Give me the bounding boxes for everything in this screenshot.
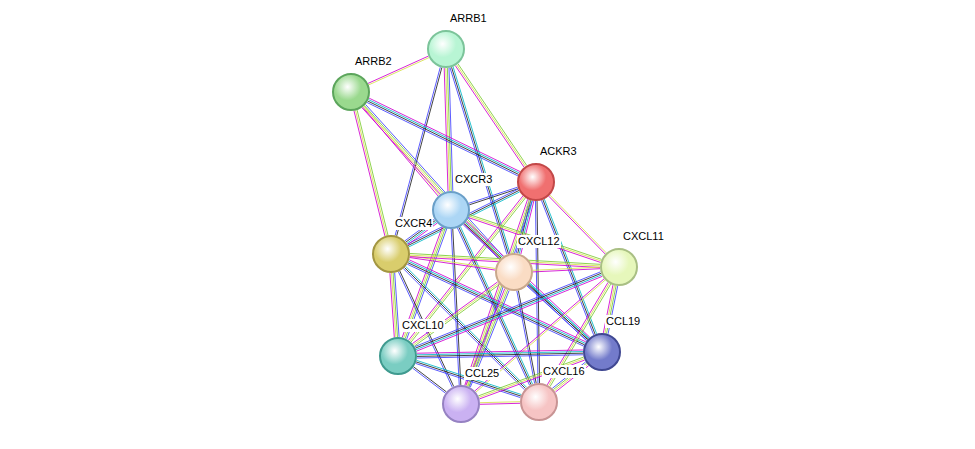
protein-node: ACKR3 <box>517 163 555 201</box>
interaction-edge <box>533 267 600 272</box>
node-label: ARRB1 <box>449 12 488 25</box>
node-label: CCL25 <box>464 367 500 380</box>
evidence-line <box>470 215 602 260</box>
node-label: CXCL16 <box>542 365 586 378</box>
evidence-line <box>533 269 600 272</box>
protein-node: CCL25 <box>442 385 480 423</box>
evidence-line <box>444 68 448 191</box>
node-label: CXCL12 <box>517 235 561 248</box>
interaction-edge <box>390 273 399 337</box>
evidence-line <box>451 229 459 385</box>
interaction-edge <box>468 215 601 263</box>
protein-node: CXCL16 <box>520 383 558 421</box>
evidence-line <box>369 98 520 171</box>
protein-node: CXCL11 <box>600 248 638 286</box>
evidence-line <box>366 104 503 256</box>
node-label: CXCL10 <box>401 319 445 332</box>
protein-node: ARRB1 <box>427 30 465 68</box>
evidence-line <box>468 218 600 263</box>
node-label: CXCL11 <box>622 230 665 243</box>
protein-node: CXCL12 <box>495 253 533 291</box>
evidence-line <box>464 224 587 340</box>
protein-node: CXCR4 <box>372 235 410 273</box>
protein-node: CXCL10 <box>379 337 417 375</box>
interaction-edge <box>480 402 520 405</box>
protein-node: CCL19 <box>583 333 621 371</box>
evidence-line <box>390 273 394 337</box>
evidence-line <box>453 229 461 385</box>
evidence-line <box>469 216 601 261</box>
node-label: CXCR4 <box>394 217 433 230</box>
interaction-edge <box>417 350 583 358</box>
node-label: CXCR3 <box>454 173 493 186</box>
node-label: CCL19 <box>605 315 641 328</box>
protein-node: CXCR3 <box>432 191 470 229</box>
evidence-line <box>368 100 519 173</box>
evidence-line <box>455 66 524 168</box>
evidence-line <box>480 403 520 404</box>
protein-node: ARRB2 <box>332 73 370 111</box>
interaction-edge <box>413 367 447 393</box>
node-label: ARRB2 <box>354 55 393 68</box>
evidence-line <box>480 402 520 403</box>
interaction-edge <box>412 282 499 346</box>
evidence-line <box>417 355 583 358</box>
interaction-edge <box>451 229 461 385</box>
interaction-edge <box>444 68 453 191</box>
evidence-line <box>354 111 385 236</box>
node-label: ACKR3 <box>539 145 578 158</box>
